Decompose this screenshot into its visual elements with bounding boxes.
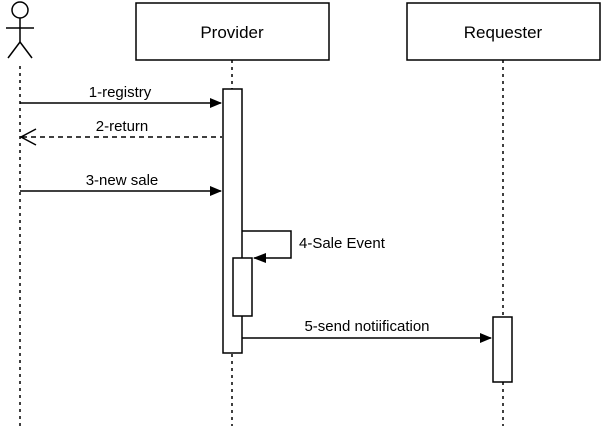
- requester-label: Requester: [464, 23, 543, 42]
- message-2-label: 2-return: [96, 118, 149, 135]
- actor-figure: [6, 1, 34, 59]
- message-3: 3-new sale: [20, 172, 222, 196]
- provider-box: [135, 2, 330, 61]
- message-4-arrow: [242, 230, 292, 259]
- requester-box: [406, 2, 601, 61]
- actor-left-leg: [7, 41, 21, 59]
- provider-label: Provider: [200, 23, 264, 42]
- message-5-label: 5-send notiification: [304, 318, 429, 335]
- message-5: 5-send notiification: [242, 318, 492, 343]
- requester-activation-bar: [492, 316, 513, 383]
- message-1-label: 1-registry: [89, 84, 152, 101]
- actor-right-leg: [19, 41, 33, 59]
- participant-requester: Requester: [406, 2, 601, 61]
- provider-nested-activation-bar: [232, 257, 253, 317]
- message-4: 4-Sale Event: [242, 230, 386, 263]
- message-4-arrowhead: [253, 253, 266, 263]
- message-3-label: 3-new sale: [86, 172, 159, 189]
- message-2: 2-return: [19, 118, 222, 146]
- actor-head: [11, 1, 29, 19]
- participant-provider: Provider: [135, 2, 330, 61]
- message-2-arrowhead: [19, 128, 37, 146]
- message-1: 1-registry: [20, 84, 222, 108]
- message-4-label: 4-Sale Event: [299, 235, 386, 252]
